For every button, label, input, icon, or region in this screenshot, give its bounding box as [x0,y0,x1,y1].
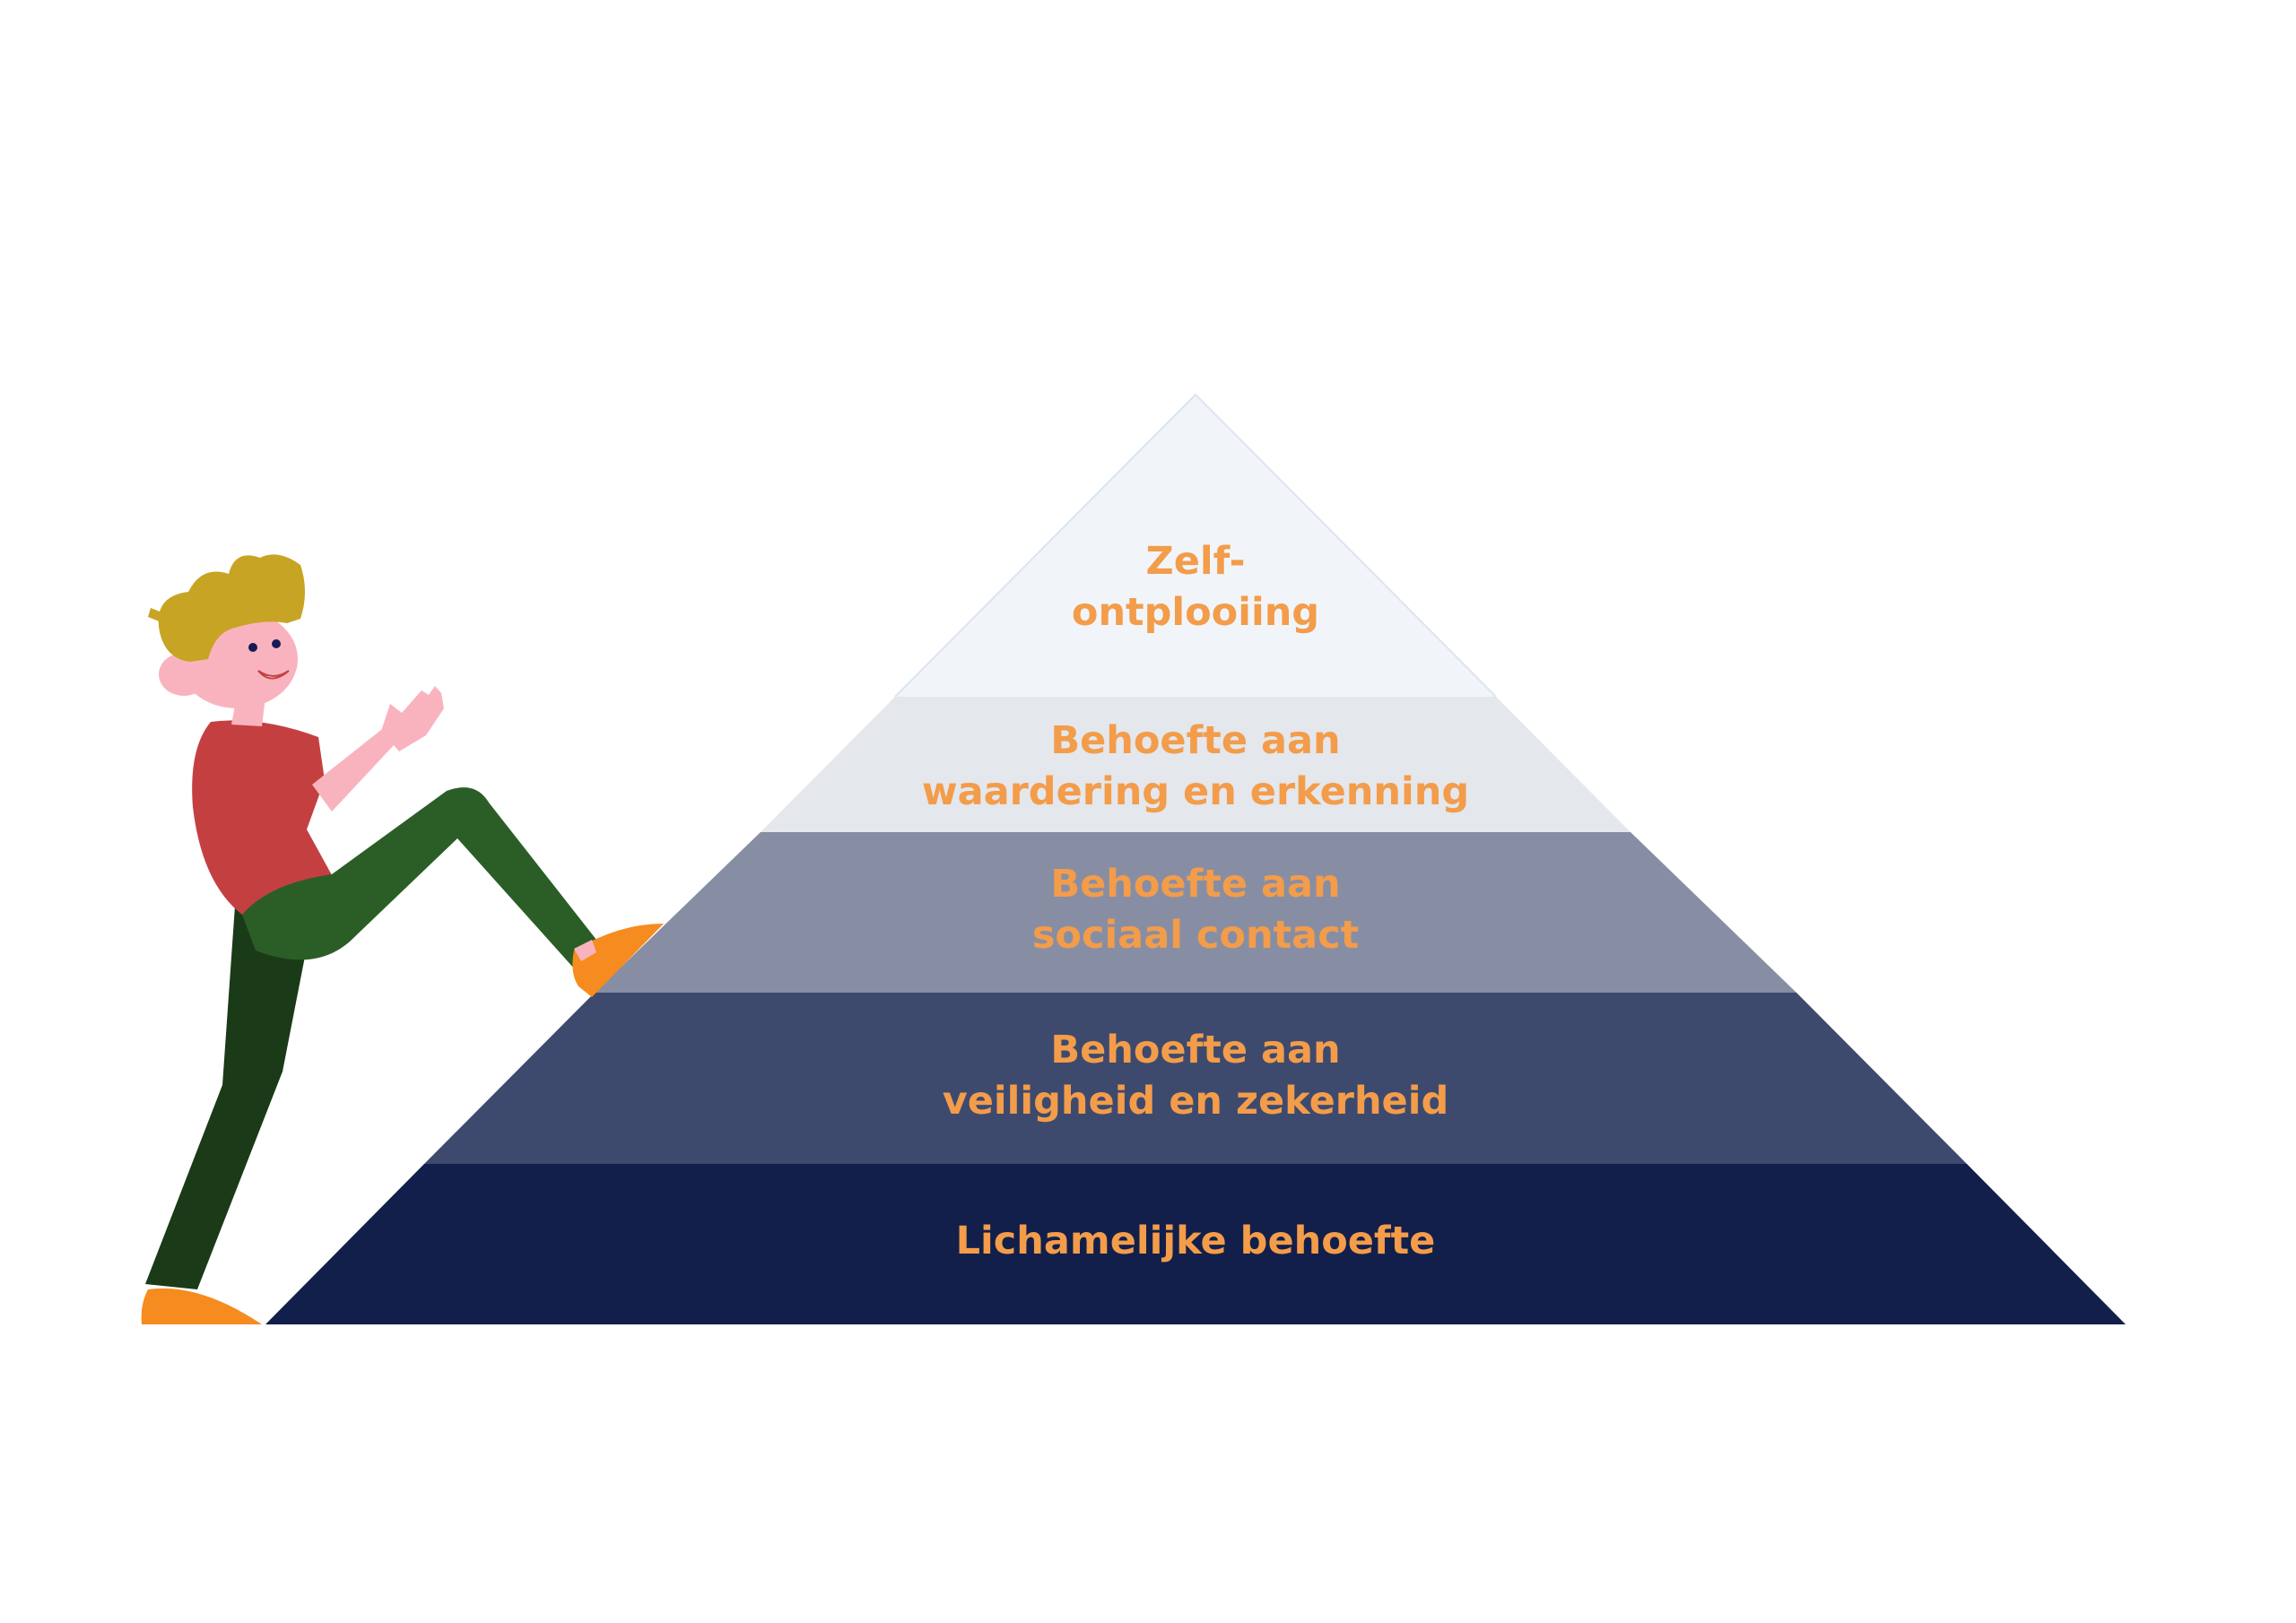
layer-2-label-line1: Behoefte aan [1050,718,1340,763]
ankle [574,940,596,961]
pyramid-labels: Zelf- ontplooiing Behoefte aan waarderin… [922,539,1469,1263]
layer-1-label-line1: Zelf- [1146,539,1246,584]
arm [312,726,395,812]
pyramid-layer-self-actualization [895,395,1496,697]
right-eye [272,639,281,648]
hand [381,686,444,751]
ear [159,653,209,696]
shirt [192,720,336,915]
pyramid-outline [894,393,1497,698]
pyramid-layer-social [595,832,1796,993]
hair-strand [148,608,178,628]
front-leg [242,787,596,968]
pyramid-layer-physiological [265,1164,2126,1324]
pyramid [265,393,2126,1324]
pyramid-layer-esteem [761,697,1631,832]
front-shoe [572,924,664,997]
hair [158,554,305,662]
layer-1-label-line2: ontplooiing [1072,590,1319,635]
layer-4-label-line2: veiligheid en zekerheid [943,1079,1449,1124]
mouth [257,670,290,680]
layer-3-label-line1: Behoefte aan [1050,862,1340,907]
back-leg [145,901,316,1289]
climbing-person-illustration [141,554,664,1324]
layer-4-label-line1: Behoefte aan [1050,1028,1340,1072]
layer-5-label: Lichamelijke behoefte [956,1219,1436,1263]
back-shoe [141,1288,262,1324]
layer-2-label-line2: waardering en erkenning [922,769,1469,814]
left-eye [248,643,257,652]
pyramid-layer-safety [424,993,1967,1164]
layer-3-label-line2: sociaal contact [1032,913,1359,958]
